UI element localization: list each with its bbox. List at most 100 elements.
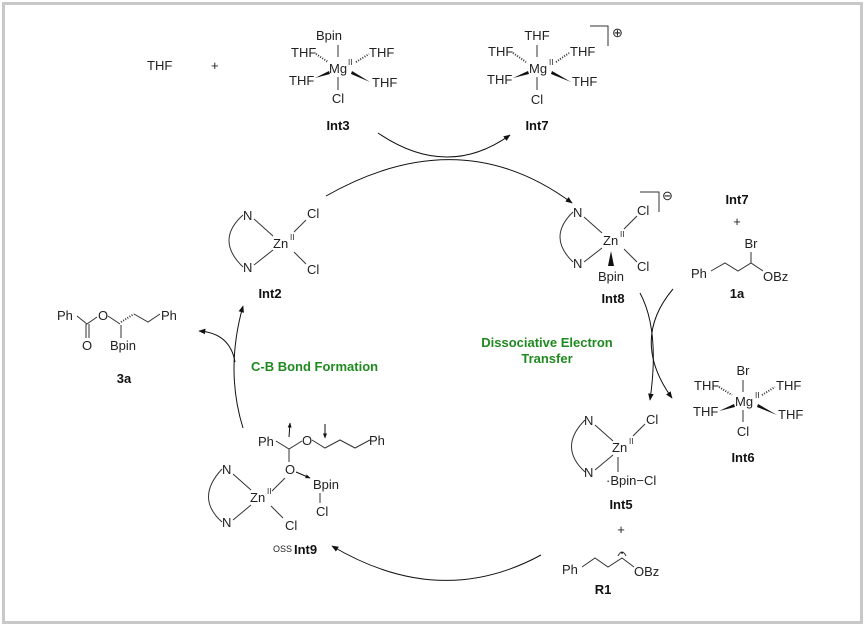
int7-axial-bottom: Cl <box>531 92 543 107</box>
arrow-1a-to-int6 <box>650 288 674 399</box>
int9-cl-b: Cl <box>316 504 328 519</box>
plus-sign: + <box>211 58 219 73</box>
int3-label: Int3 <box>326 118 349 133</box>
int9-o1: O <box>302 433 312 448</box>
int9-metal: Zn <box>250 490 265 505</box>
int3-metal: Mg <box>329 61 347 76</box>
int5-n1: N <box>584 413 593 428</box>
1a-label: 1a <box>730 286 745 301</box>
arrow-r1-to-int9 <box>331 545 542 581</box>
1a-br: Br <box>745 236 759 251</box>
r1-label: R1 <box>595 582 612 597</box>
1a-obz: OBz <box>763 269 788 284</box>
int2-complex: N N Zn II Cl Cl Int2 <box>228 206 319 301</box>
step-label-det-line1: Dissociative Electron <box>481 335 613 350</box>
int9-cl-zn: Cl <box>285 518 297 533</box>
arrow-int9-to-int2 <box>233 305 244 429</box>
arrow-int2-to-int8 <box>325 159 573 204</box>
int7-plus-1a: Int7 + Ph Br OBz 1a <box>691 192 788 301</box>
3a-o-carbonyl: O <box>82 338 92 353</box>
int8-n1: N <box>573 205 582 220</box>
int3-ligand-1: THF <box>291 45 316 60</box>
int9-o2: O <box>285 462 295 477</box>
int9-oxidation: II <box>267 487 271 496</box>
int7-metal: Mg <box>529 61 547 76</box>
int8-n2: N <box>573 256 582 271</box>
int9-n1: N <box>222 462 231 477</box>
int8-complex: N N Zn II Cl Cl Bpin ⊖ Int8 <box>559 188 673 306</box>
int3-axial-bottom: Cl <box>332 91 344 106</box>
int5-n2: N <box>584 465 593 480</box>
product-3a: Ph O O Ph Bpin 3a <box>57 308 177 386</box>
int6-ligand-4: THF <box>778 407 803 422</box>
int8-boryl: Bpin <box>598 269 624 284</box>
int7-charge: ⊕ <box>612 25 623 40</box>
arrow-int8-to-int5 <box>639 292 654 401</box>
int9-prefix: OSS <box>273 544 292 554</box>
int5-oxidation: II <box>629 437 633 446</box>
int3-ligand-2: THF <box>369 45 394 60</box>
plus-sign-right: + <box>733 214 741 229</box>
step-label-det-line2: Transfer <box>521 351 572 366</box>
int9-complex: Ph O Ph O Bpin Cl N N Zn II Cl OSS Int9 <box>208 422 385 557</box>
step-label-cb-bond-formation: C-B Bond Formation <box>251 359 378 374</box>
int6-label: Int6 <box>731 450 754 465</box>
thf-solvent: THF <box>147 58 172 73</box>
int7-ligand-4: THF <box>572 74 597 89</box>
int9-bpin: Bpin <box>313 477 339 492</box>
3a-o-ester: O <box>98 308 108 323</box>
plus-sign-int5: + <box>617 522 625 537</box>
int3-complex: Bpin Mg II Cl THF THF THF THF Int3 <box>289 28 397 133</box>
int6-ligand-3: THF <box>693 404 718 419</box>
int5-complex: N N Zn II Cl ·Bpin−Cl Int5 + <box>571 412 658 537</box>
int2-x2: Cl <box>307 262 319 277</box>
int6-axial-top: Br <box>737 363 751 378</box>
int7-oxidation: II <box>549 58 553 67</box>
int8-charge: ⊖ <box>662 188 673 203</box>
int7-complex: THF Mg II Cl THF THF THF THF ⊕ Int7 <box>487 25 623 133</box>
int9-ph1: Ph <box>258 434 274 449</box>
int3-ligand-4: THF <box>372 75 397 90</box>
arrow-int3-to-int7 <box>377 132 511 158</box>
int9-ph2: Ph <box>369 433 385 448</box>
r1-radical: Ph OBz R1 <box>562 551 659 597</box>
int6-oxidation: II <box>755 391 759 400</box>
int2-oxidation: II <box>290 233 294 242</box>
int2-x1: Cl <box>307 206 319 221</box>
int9-n2: N <box>222 515 231 530</box>
3a-ph1: Ph <box>57 308 73 323</box>
int6-complex: Br Mg II Cl THF THF THF THF Int6 <box>693 363 803 465</box>
top-reactants: THF + <box>147 58 219 73</box>
int2-metal: Zn <box>273 236 288 251</box>
3a-ph2: Ph <box>161 308 177 323</box>
arrow-to-product-3a <box>198 328 236 363</box>
3a-bpin: Bpin <box>110 338 136 353</box>
int8-label: Int8 <box>601 291 624 306</box>
int7-axial-top: THF <box>524 28 549 43</box>
int7-reference: Int7 <box>725 192 748 207</box>
int7-label: Int7 <box>525 118 548 133</box>
3a-label: 3a <box>117 371 132 386</box>
int2-label: Int2 <box>258 286 281 301</box>
int7-ligand-1: THF <box>488 44 513 59</box>
int5-x1: Cl <box>646 412 658 427</box>
r1-obz: OBz <box>634 564 659 579</box>
int8-x2: Cl <box>637 259 649 274</box>
int7-ligand-3: THF <box>487 72 512 87</box>
int6-axial-bottom: Cl <box>737 424 749 439</box>
int6-metal: Mg <box>735 394 753 409</box>
1a-ph: Ph <box>691 266 707 281</box>
int6-ligand-2: THF <box>776 378 801 393</box>
int5-boryl: ·Bpin−Cl <box>606 473 656 488</box>
int8-metal: Zn <box>603 233 618 248</box>
int2-n2: N <box>243 260 252 275</box>
int8-oxidation: II <box>620 230 624 239</box>
int2-n1: N <box>243 208 252 223</box>
r1-ph: Ph <box>562 562 578 577</box>
int5-metal: Zn <box>612 440 627 455</box>
int9-label: Int9 <box>294 542 317 557</box>
int8-x1: Cl <box>637 203 649 218</box>
int5-label: Int5 <box>609 497 632 512</box>
